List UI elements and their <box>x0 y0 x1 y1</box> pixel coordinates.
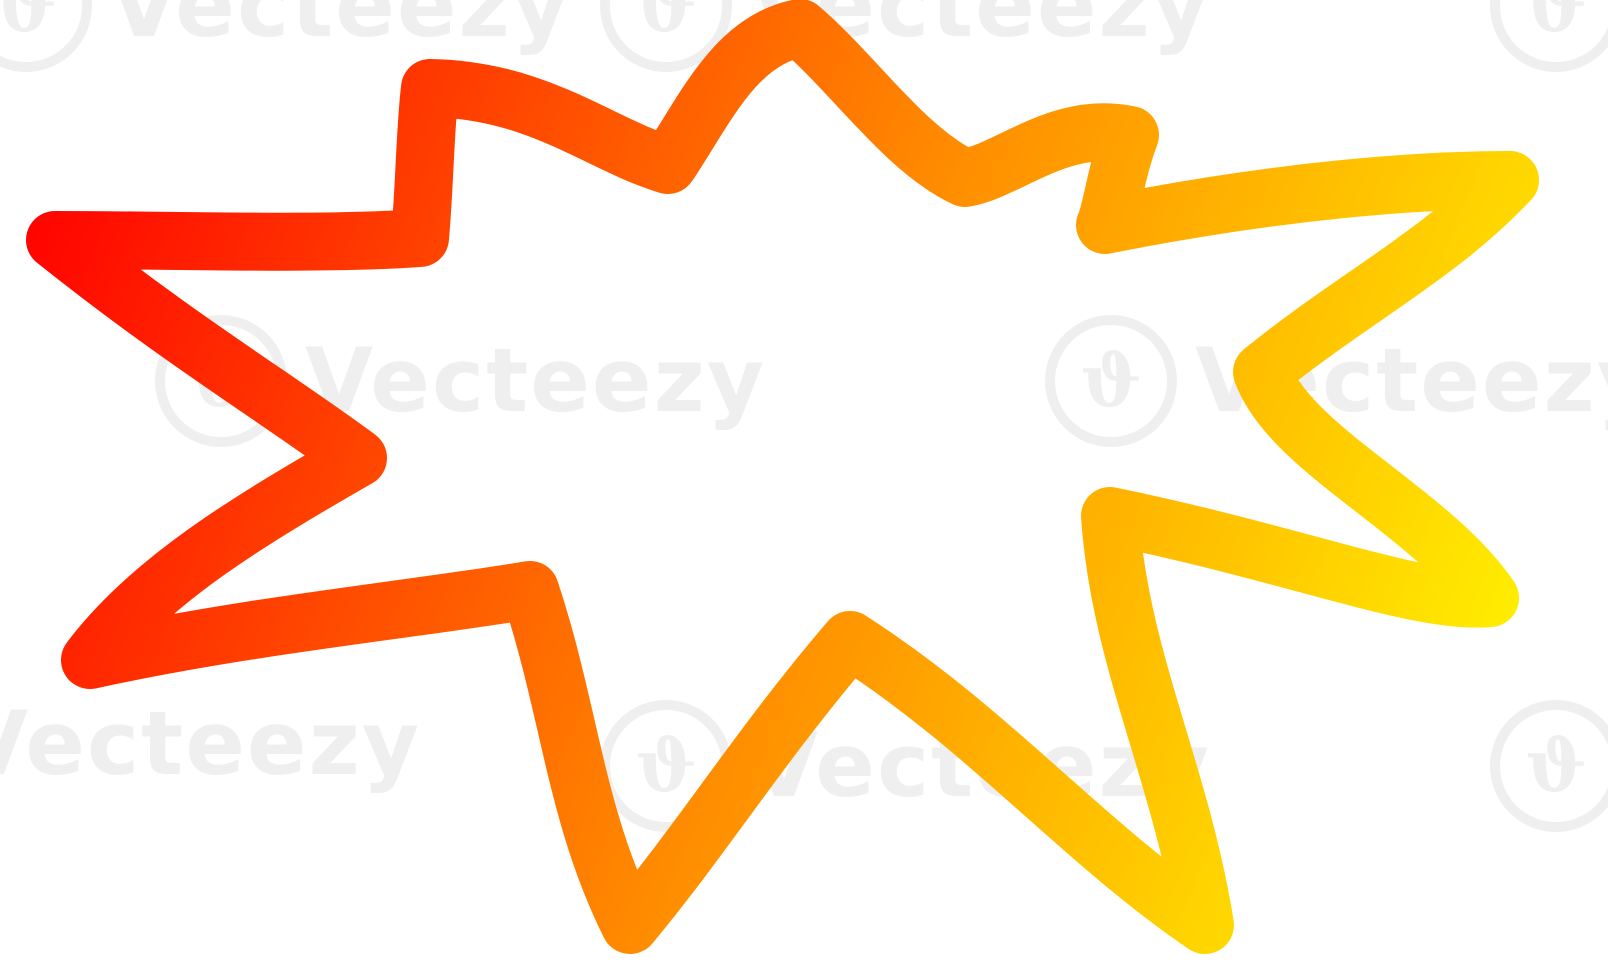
burst-outline <box>26 0 1539 954</box>
